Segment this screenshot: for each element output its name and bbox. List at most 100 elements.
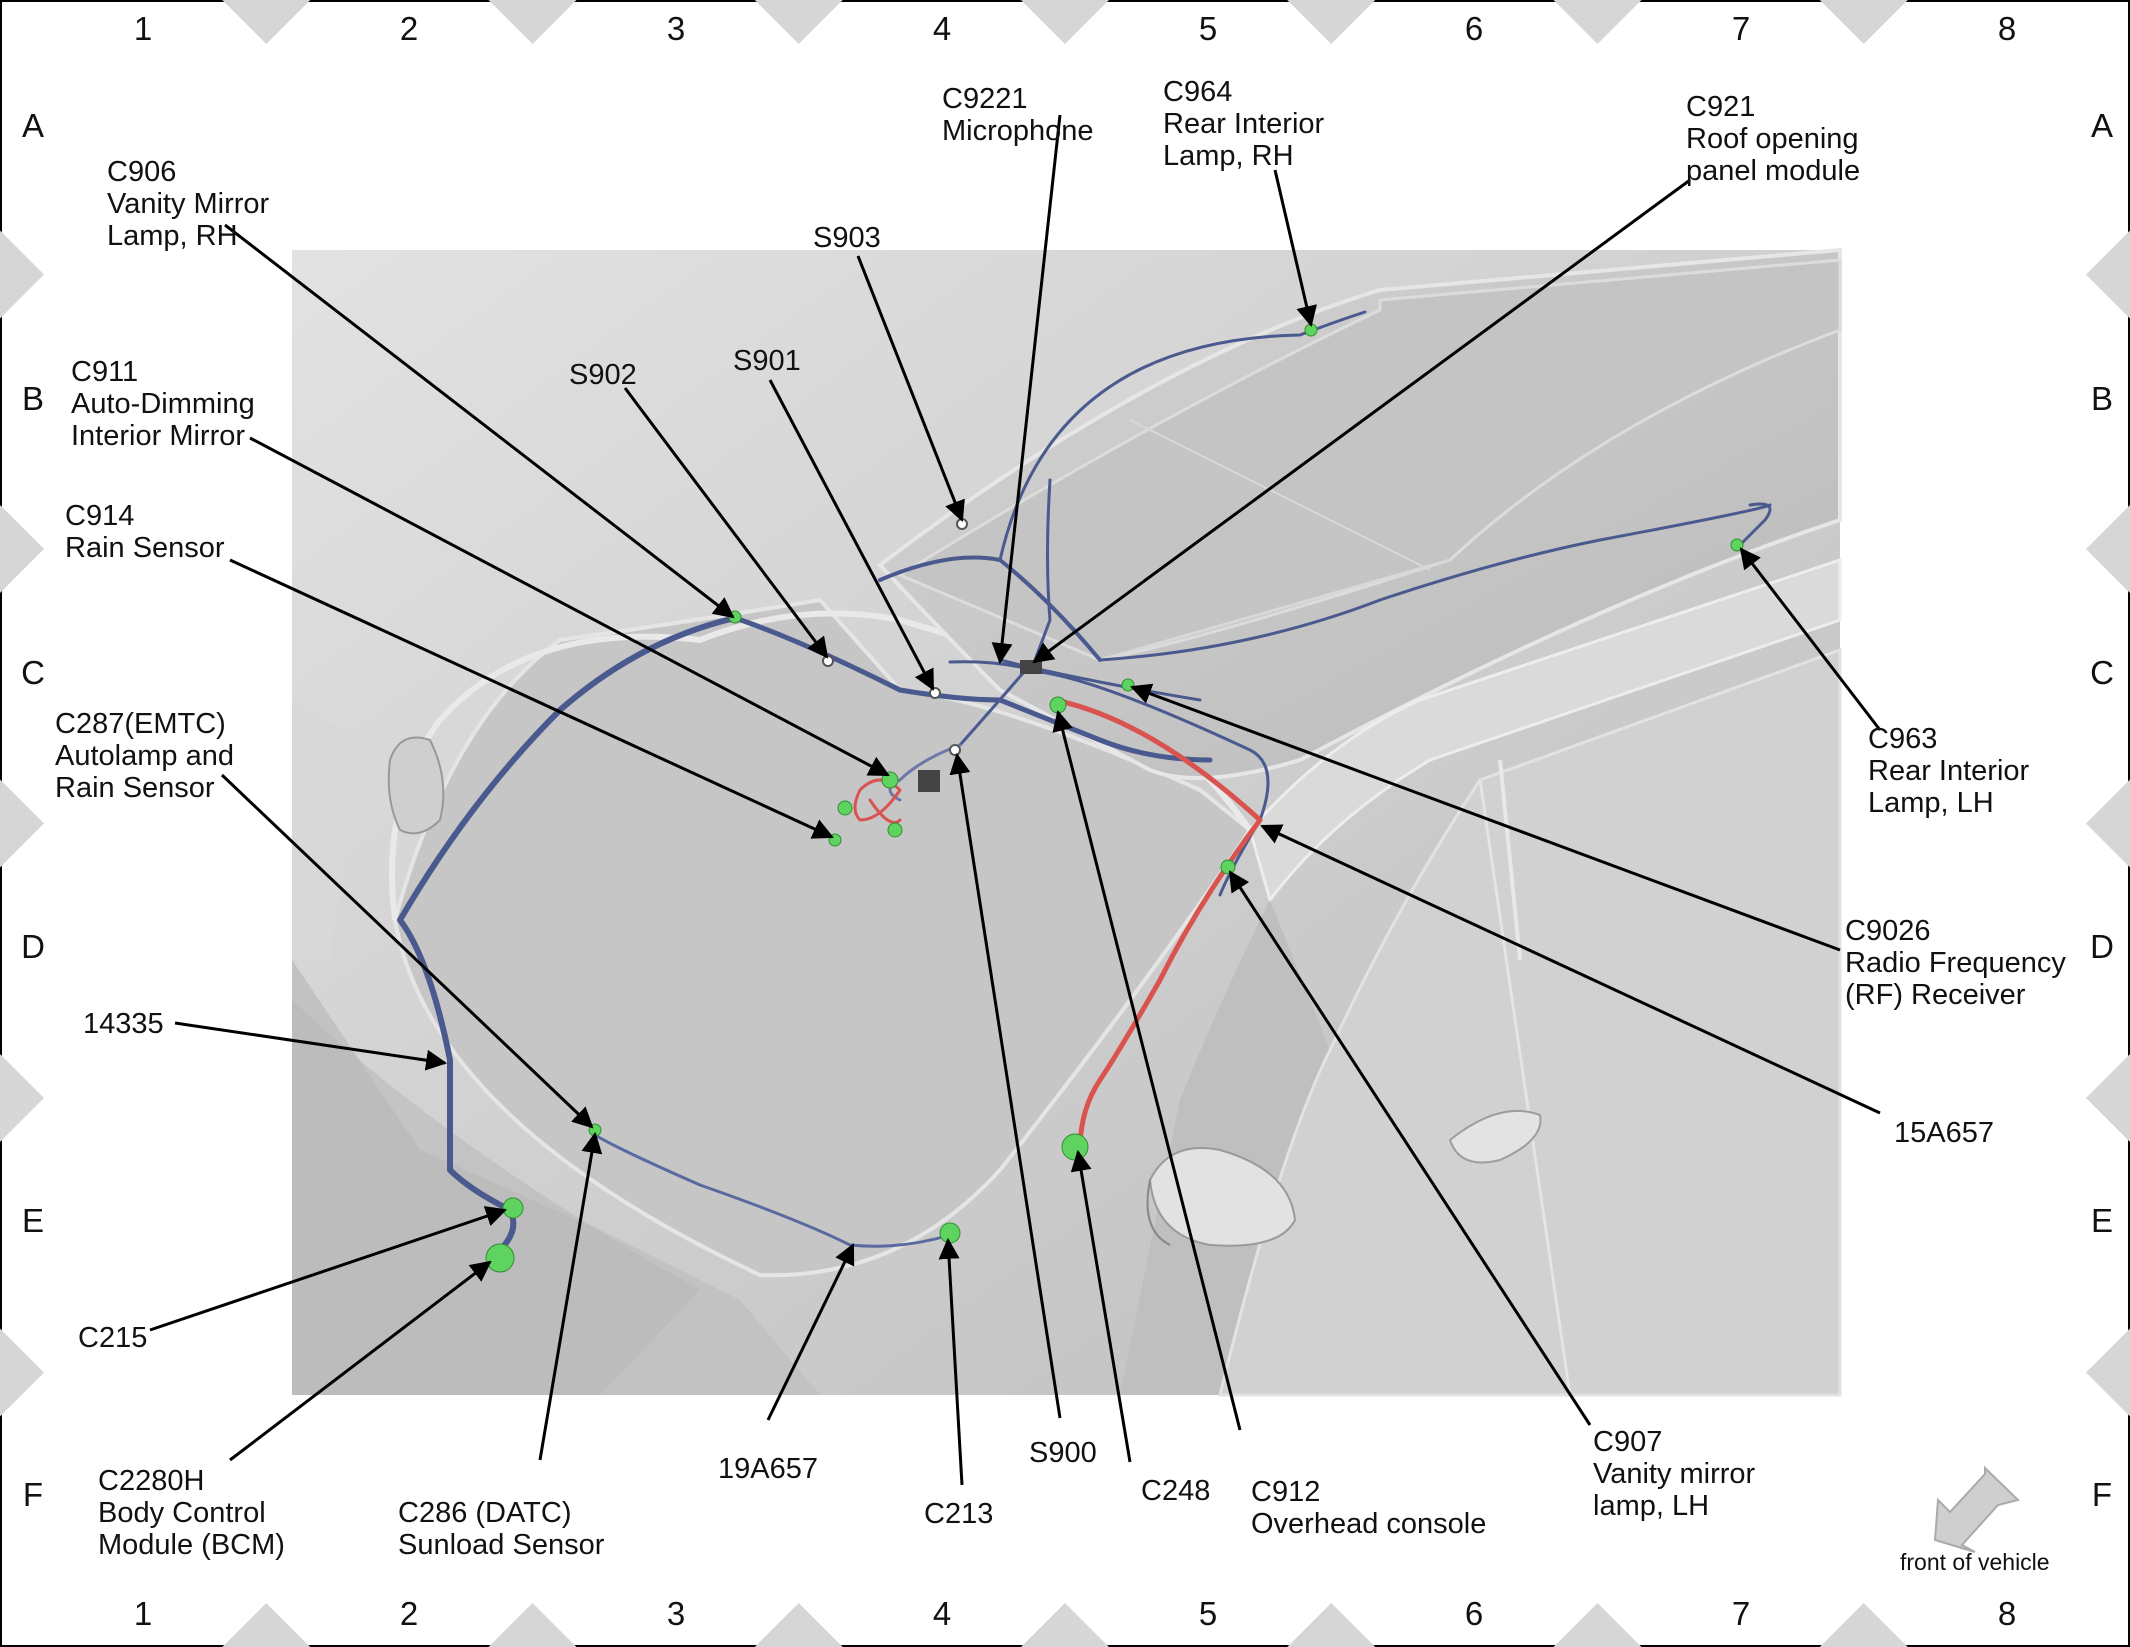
front-of-vehicle-indicator: front of vehicle bbox=[1900, 1465, 2050, 1575]
grid-row-labels-right: A B C D E F bbox=[2090, 107, 2114, 1513]
grid-row-label: A bbox=[22, 107, 44, 144]
grid-column-labels-bottom: 1 2 3 4 5 6 7 8 bbox=[134, 1595, 2016, 1632]
connector-c912 bbox=[1049, 696, 1067, 714]
label-c215: C215 bbox=[78, 1322, 147, 1354]
border-diamond bbox=[754, 1603, 843, 1647]
border-diamond bbox=[488, 0, 577, 44]
grid-col-label: 6 bbox=[1465, 1595, 1483, 1632]
border-diamond bbox=[0, 505, 44, 593]
grid-col-label: 8 bbox=[1998, 1595, 2016, 1632]
border-diamond bbox=[754, 0, 843, 44]
grid-col-label: 7 bbox=[1732, 1595, 1750, 1632]
grid-col-label: 3 bbox=[667, 1595, 685, 1632]
label-15a657: 15A657 bbox=[1894, 1117, 1994, 1149]
border-diamond bbox=[0, 779, 44, 868]
border-diamond bbox=[2086, 230, 2130, 319]
label-c286: C286 (DATC)Sunload Sensor bbox=[398, 1497, 605, 1561]
border-diamond bbox=[488, 1603, 577, 1647]
label-14335: 14335 bbox=[83, 1008, 164, 1040]
sunroof-panel bbox=[896, 258, 1842, 662]
grid-row-label: E bbox=[2091, 1202, 2113, 1239]
wire-15a657 bbox=[1052, 697, 1263, 1153]
border-diamond bbox=[1287, 1603, 1376, 1647]
grid-row-label: D bbox=[21, 928, 45, 965]
wire-19a657 bbox=[593, 1133, 952, 1248]
label-c248: C248 bbox=[1141, 1475, 1210, 1507]
connector-c907 bbox=[1220, 859, 1236, 875]
border-diamond bbox=[1553, 1603, 1642, 1647]
grid-col-label: 1 bbox=[134, 10, 152, 47]
wire-14335 bbox=[397, 615, 738, 1253]
grid-col-label: 5 bbox=[1199, 1595, 1217, 1632]
front-arrow-icon bbox=[1933, 1465, 2020, 1553]
connector-c911 bbox=[881, 771, 899, 789]
grid-col-label: 4 bbox=[933, 10, 951, 47]
border-diamond bbox=[2086, 779, 2130, 868]
label-s900: S900 bbox=[1029, 1437, 1097, 1469]
border-diamond bbox=[222, 0, 311, 44]
label-c213: C213 bbox=[924, 1498, 993, 1530]
label-s901: S901 bbox=[733, 345, 801, 377]
splice-s902 bbox=[822, 655, 834, 667]
grid-row-label: D bbox=[2090, 928, 2114, 965]
splice-s903 bbox=[956, 518, 968, 530]
grid-row-label: C bbox=[21, 654, 45, 691]
border-diamond bbox=[2086, 1054, 2130, 1142]
splice-s900 bbox=[949, 744, 961, 756]
connector-c921 bbox=[1020, 660, 1042, 674]
border-diamond bbox=[222, 1603, 311, 1647]
grid-col-label: 2 bbox=[400, 10, 418, 47]
grid-row-label: F bbox=[2092, 1476, 2112, 1513]
front-of-vehicle-label: front of vehicle bbox=[1900, 1549, 2050, 1575]
connector-c248 bbox=[1061, 1133, 1089, 1161]
border-diamond bbox=[0, 1328, 44, 1417]
border-diamond bbox=[1287, 0, 1376, 44]
grid-col-label: 3 bbox=[667, 10, 685, 47]
grid-col-label: 8 bbox=[1998, 10, 2016, 47]
border-diamond bbox=[0, 1054, 44, 1142]
connector-c213 bbox=[939, 1222, 961, 1244]
grid-col-label: 2 bbox=[400, 1595, 418, 1632]
grid-col-label: 4 bbox=[933, 1595, 951, 1632]
grid-col-label: 7 bbox=[1732, 10, 1750, 47]
vehicle-illustration bbox=[292, 247, 1842, 1397]
grid-col-label: 6 bbox=[1465, 10, 1483, 47]
grid-row-label: A bbox=[2091, 107, 2113, 144]
grid-col-label: 1 bbox=[134, 1595, 152, 1632]
grid-column-labels-top: 1 2 3 4 5 6 7 8 bbox=[134, 10, 2016, 47]
connector-c964 bbox=[1304, 323, 1318, 337]
border-diamond bbox=[2086, 1328, 2130, 1417]
leader-lines bbox=[149, 114, 1882, 1486]
border-diamond bbox=[1553, 0, 1642, 44]
border-diamond bbox=[1021, 0, 1109, 44]
border-diamond bbox=[0, 230, 44, 319]
grid-row-label: F bbox=[23, 1476, 43, 1513]
label-19a657: 19A657 bbox=[718, 1453, 818, 1485]
connector-c215 bbox=[502, 1197, 524, 1219]
grid-row-label: C bbox=[2090, 654, 2114, 691]
grid-row-label: B bbox=[22, 380, 44, 417]
border-diamond bbox=[1819, 0, 1908, 44]
label-s903: S903 bbox=[813, 222, 881, 254]
grid-row-label: B bbox=[2091, 380, 2113, 417]
border-diamond bbox=[1819, 1603, 1908, 1647]
connector-c2280h bbox=[485, 1243, 515, 1273]
grid-row-labels-left: A B C D E F bbox=[21, 107, 45, 1513]
splice-s901 bbox=[929, 687, 941, 699]
border-diamond bbox=[1021, 1603, 1109, 1647]
